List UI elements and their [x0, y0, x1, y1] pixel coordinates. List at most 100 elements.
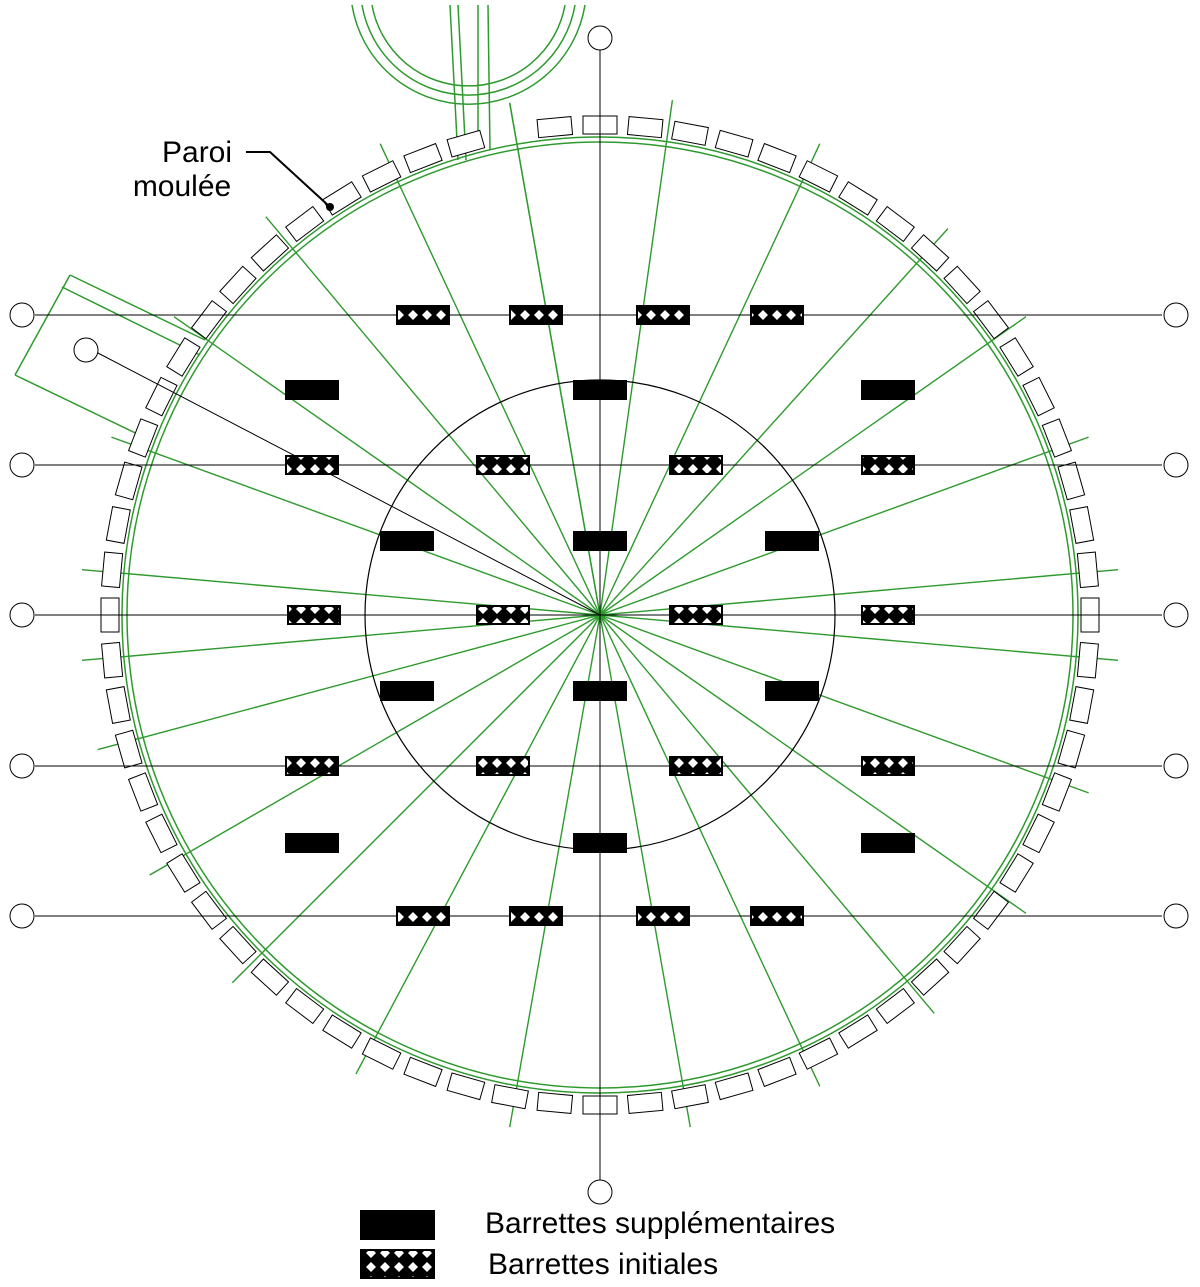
wall-panel	[714, 129, 754, 158]
radial-line	[509, 102, 601, 616]
wall-panel	[101, 641, 124, 679]
wall-panel	[536, 1091, 574, 1114]
supplementary-barrette	[573, 681, 627, 701]
wall-panel	[626, 116, 664, 139]
initial-barrettes	[285, 305, 915, 926]
wall-panel	[403, 142, 443, 174]
radial-line	[599, 228, 949, 616]
radial-line	[379, 143, 601, 616]
initial-barrette	[669, 605, 723, 625]
wall-panel	[361, 160, 402, 193]
wall-panel	[250, 958, 290, 996]
radial-line	[355, 614, 601, 1075]
supplementary-barrette	[380, 531, 434, 551]
wall-panel	[145, 376, 178, 417]
wall-panel	[491, 1084, 529, 1110]
grid-lines	[35, 50, 1162, 1180]
legend-supplementary-swatch	[360, 1210, 435, 1240]
wall-panel	[1069, 506, 1095, 544]
wall-panel	[714, 1072, 754, 1101]
wall-panel	[671, 120, 709, 146]
radial-line	[599, 614, 1027, 914]
wall-panel	[999, 853, 1034, 893]
wall-panel	[1041, 772, 1073, 812]
initial-barrette	[861, 756, 915, 776]
initial-barrette	[509, 906, 563, 926]
radial-line	[599, 316, 1027, 616]
wall-panel	[403, 1056, 443, 1088]
wall-panel	[446, 129, 486, 158]
wall-panel	[1076, 551, 1099, 589]
initial-barrette	[285, 756, 339, 776]
wall-panel	[285, 987, 325, 1025]
radial-line	[173, 316, 601, 616]
radial-line	[599, 614, 1089, 794]
radial-line	[599, 100, 674, 616]
radial-line	[599, 614, 935, 1014]
supplementary-barrette	[573, 380, 627, 400]
wall-panel	[166, 853, 201, 893]
annex-top	[351, 4, 586, 161]
wall-panel	[250, 234, 290, 272]
legend-initial-swatch	[360, 1249, 435, 1279]
radial-line	[599, 614, 821, 1087]
radial-line	[231, 614, 601, 984]
wall-panel	[1069, 686, 1095, 724]
supplementary-barrette	[861, 380, 915, 400]
radial-lines	[81, 100, 1119, 1128]
initial-barrette	[476, 756, 530, 776]
wall-panel	[145, 813, 178, 854]
supplementary-barrette	[285, 833, 339, 853]
wall-panel	[943, 925, 981, 965]
supplementary-barrette	[765, 681, 819, 701]
radial-line	[599, 436, 1089, 616]
initial-barrette	[861, 455, 915, 475]
wall-panel	[285, 205, 325, 243]
initial-barrette	[396, 906, 450, 926]
radial-line	[111, 436, 601, 616]
initial-barrette	[750, 305, 804, 325]
initial-barrette	[669, 455, 723, 475]
radial-line	[599, 143, 821, 616]
wall-panel	[190, 300, 228, 340]
wall-panel	[875, 987, 915, 1025]
wall-panel	[105, 686, 131, 724]
initial-barrette	[476, 455, 530, 475]
wall-panel	[1057, 729, 1086, 769]
initial-barrette	[669, 756, 723, 776]
supplementary-barrette	[573, 531, 627, 551]
wall-panel	[166, 337, 201, 377]
wall-panel	[1022, 376, 1055, 417]
wall-panel	[910, 958, 950, 996]
wall-panel	[536, 116, 574, 139]
supplementary-barrette	[380, 681, 434, 701]
wall-panel	[322, 1014, 362, 1049]
initial-barrette	[287, 605, 341, 625]
initial-barrette	[476, 605, 530, 625]
initial-barrette	[636, 305, 690, 325]
radial-line	[265, 216, 601, 616]
supplementary-barrettes	[285, 380, 915, 853]
initial-barrette	[636, 906, 690, 926]
wall-panel	[127, 772, 159, 812]
wall-panel	[1022, 813, 1055, 854]
legend-symbols	[360, 1210, 435, 1279]
initial-barrette	[396, 305, 450, 325]
radial-line	[97, 614, 601, 751]
wall-panel	[972, 300, 1010, 340]
wall-panel	[219, 265, 257, 305]
wall-panel	[101, 551, 124, 589]
wall-panel	[114, 729, 143, 769]
radial-line	[149, 614, 601, 876]
wall-panel	[798, 1037, 839, 1070]
wall-panel	[757, 1056, 797, 1088]
supplementary-barrette	[573, 833, 627, 853]
initial-barrette	[750, 906, 804, 926]
wall-panel	[1041, 418, 1073, 458]
wall-panel	[838, 1014, 878, 1049]
initial-barrette	[861, 605, 915, 625]
grid-bubbles	[9, 25, 1189, 1205]
wall-panel	[999, 337, 1034, 377]
wall-panel	[838, 181, 878, 216]
